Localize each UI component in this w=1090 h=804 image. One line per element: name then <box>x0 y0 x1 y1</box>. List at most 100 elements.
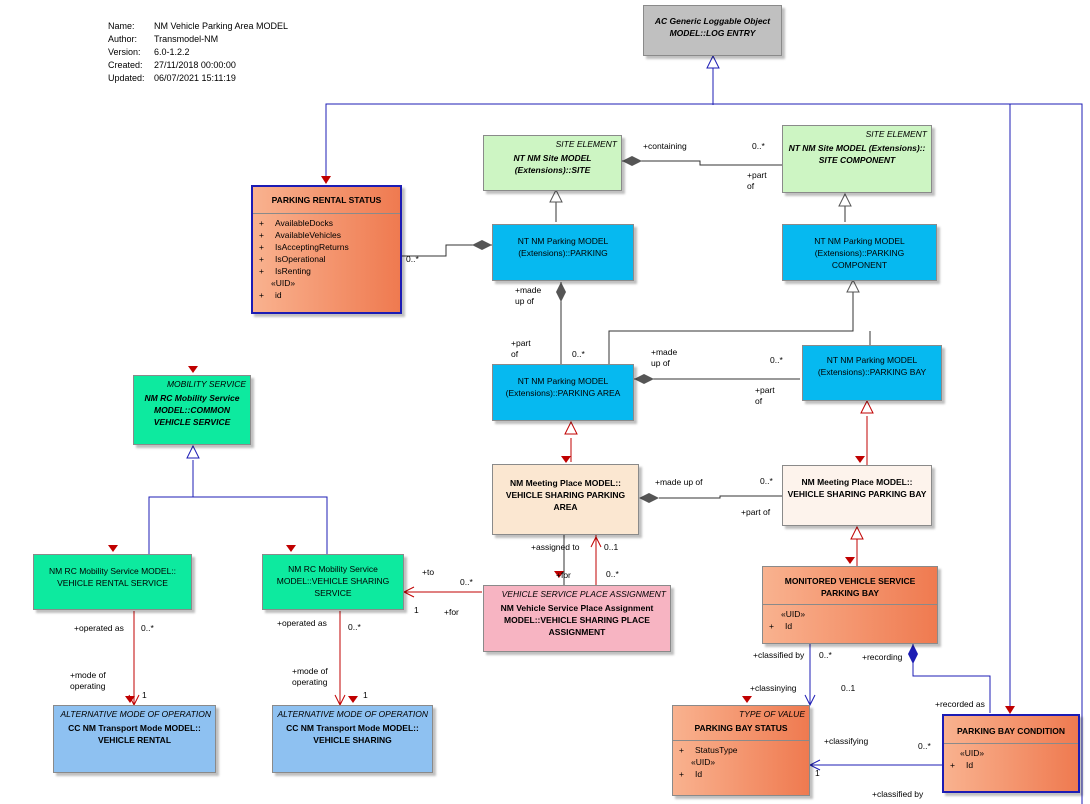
multiplicity-label: 1 <box>142 690 147 700</box>
class-vehicle-sharing-service[interactable]: NM RC Mobility Service MODEL::VEHICLE SH… <box>262 554 404 610</box>
name-label: Name: <box>108 21 135 31</box>
role-label: +operated as <box>277 618 327 628</box>
gen-area-component <box>608 282 854 364</box>
attribute: +AvailableDocks <box>259 218 333 228</box>
class-name: NT NM Parking MODEL (Extensions)::PARKIN… <box>517 236 609 258</box>
class-name: NM RC Mobility Service MODEL::COMMON VEH… <box>144 393 240 427</box>
class-monitored-vehicle-service-parking-bay[interactable]: MONITORED VEHICLE SERVICE PARKING BAY «U… <box>762 566 938 644</box>
multiplicity-label: 1 <box>815 768 820 778</box>
class-vehicle-rental-service[interactable]: NM RC Mobility Service MODEL:: VEHICLE R… <box>33 554 192 610</box>
class-parking-bay[interactable]: NT NM Parking MODEL (Extensions)::PARKIN… <box>802 345 942 401</box>
class-name: AC Generic Loggable Object MODEL::LOG EN… <box>654 16 771 38</box>
attribute-list: +StatusType «UID» +Id <box>673 740 809 783</box>
role-label: +mode of operating <box>292 666 328 687</box>
attribute-uid: +Id <box>769 621 793 631</box>
class-parking-rental-status[interactable]: PARKING RENTAL STATUS +AvailableDocks +A… <box>251 185 402 314</box>
class-name: NM RC Mobility Service MODEL::VEHICLE SH… <box>276 564 390 598</box>
attribute: +IsRenting <box>259 266 311 276</box>
class-vehicle-sharing-place-assignment[interactable]: VEHICLE SERVICE PLACE ASSIGNMENT NM Vehi… <box>483 585 671 652</box>
class-mode-vehicle-sharing[interactable]: ALTERNATIVE MODE OF OPERATION CC NM Tran… <box>272 705 433 773</box>
class-log-entry[interactable]: AC Generic Loggable Object MODEL::LOG EN… <box>643 5 782 56</box>
class-mode-vehicle-rental[interactable]: ALTERNATIVE MODE OF OPERATION CC NM Tran… <box>53 705 216 773</box>
role-label: +classinying <box>750 683 797 693</box>
marker-vsbay <box>855 456 865 463</box>
class-stereotype: TYPE OF VALUE <box>739 709 805 719</box>
multiplicity-label: 0..* <box>760 476 773 486</box>
role-label: +classifying <box>824 736 869 746</box>
role-label: +part of <box>747 170 767 191</box>
class-name: MONITORED VEHICLE SERVICE PARKING BAY <box>784 576 916 598</box>
role-label: +made up of <box>651 347 678 368</box>
triangle-site <box>549 188 563 203</box>
role-label: +made up of <box>515 285 542 306</box>
class-parking[interactable]: NT NM Parking MODEL (Extensions)::PARKIN… <box>492 224 634 281</box>
role-label: +operated as <box>74 623 124 633</box>
marker-status <box>742 696 752 703</box>
class-parking-component[interactable]: NT NM Parking MODEL (Extensions)::PARKIN… <box>782 224 937 281</box>
class-name: NT NM Site MODEL (Extensions)::SITE <box>513 153 592 175</box>
multiplicity-label: 0..* <box>460 577 473 587</box>
arrow-condition-status <box>808 759 821 771</box>
uid-stereotype: «UID» <box>691 757 716 767</box>
diamond-site <box>622 156 642 166</box>
multiplicity-label: 0..* <box>770 355 783 365</box>
triangle-log-entry <box>706 54 720 69</box>
gen-rental-status-log <box>325 60 714 180</box>
role-label: +classified by <box>753 650 805 660</box>
attribute: +IsOperational <box>259 254 326 264</box>
arrowhead-condition <box>1005 706 1015 714</box>
marker-vsarea <box>561 456 571 463</box>
attribute: +AvailableVehicles <box>259 230 341 240</box>
assoc-vsarea-vsbay <box>659 495 782 499</box>
gen-rental-service <box>148 460 194 554</box>
triangle-vsbay <box>860 399 874 414</box>
class-name: NM RC Mobility Service MODEL:: VEHICLE R… <box>48 566 177 588</box>
marker-common <box>188 366 198 373</box>
multiplicity-label: 0..1 <box>841 683 856 693</box>
class-name: PARKING BAY STATUS <box>694 723 788 733</box>
role-label: +made up of <box>655 477 703 487</box>
role-label: +for <box>556 570 571 580</box>
diagram-version: 6.0-1.2.2 <box>154 47 190 57</box>
class-vehicle-sharing-parking-area[interactable]: NM Meeting Place MODEL:: VEHICLE SHARING… <box>492 464 639 535</box>
attribute-list: +AvailableDocks +AvailableVehicles +IsAc… <box>253 213 400 304</box>
class-stereotype: MOBILITY SERVICE <box>166 379 246 389</box>
multiplicity-label: 0..1 <box>604 542 619 552</box>
class-common-vehicle-service[interactable]: MOBILITY SERVICE NM RC Mobility Service … <box>133 375 251 445</box>
diagram-author: Transmodel-NM <box>154 34 219 44</box>
class-name: CC NM Transport Mode MODEL:: VEHICLE SHA… <box>286 723 419 745</box>
class-parking-bay-condition[interactable]: PARKING BAY CONDITION «UID» +Id <box>942 714 1080 793</box>
arrowhead-status <box>321 176 331 184</box>
class-vehicle-sharing-parking-bay[interactable]: NM Meeting Place MODEL:: VEHICLE SHARING… <box>782 465 932 526</box>
class-name: NT NM Site MODEL (Extensions):: SITE COM… <box>788 143 926 165</box>
marker-assignment <box>554 571 564 578</box>
multiplicity-label: 0..* <box>406 254 419 264</box>
uid-stereotype: «UID» <box>781 609 806 619</box>
attribute-uid: +Id <box>950 760 974 770</box>
class-name: CC NM Transport Mode MODEL:: VEHICLE REN… <box>68 723 201 745</box>
role-label: +assigned to <box>531 542 580 552</box>
class-stereotype: ALTERNATIVE MODE OF OPERATION <box>60 709 211 719</box>
role-label: +containing <box>643 141 687 151</box>
class-name: NT NM Parking MODEL (Extensions)::PARKIN… <box>814 236 905 270</box>
role-label: +part of <box>755 385 775 406</box>
triangle-monitored <box>850 525 864 540</box>
diamond-parking-down <box>556 282 566 302</box>
triangle-common <box>186 444 200 459</box>
class-parking-bay-status[interactable]: TYPE OF VALUE PARKING BAY STATUS +Status… <box>672 705 810 796</box>
role-label: +to <box>422 567 435 577</box>
class-stereotype: VEHICLE SERVICE PLACE ASSIGNMENT <box>501 589 666 599</box>
class-site[interactable]: SITE ELEMENT NT NM Site MODEL (Extension… <box>483 135 622 191</box>
role-label: +recorded as <box>935 699 985 709</box>
attribute-list: «UID» +Id <box>763 604 937 635</box>
triangle-vsarea <box>564 420 578 435</box>
class-name: NT NM Parking MODEL (Extensions)::PARKIN… <box>505 376 621 398</box>
class-name: NT NM Parking MODEL (Extensions)::PARKIN… <box>817 355 927 377</box>
multiplicity-label: 1 <box>363 690 368 700</box>
connector-lines <box>133 60 1083 804</box>
assoc-status-parking <box>402 244 492 257</box>
marker-monitored <box>845 557 855 564</box>
class-parking-area[interactable]: NT NM Parking MODEL (Extensions)::PARKIN… <box>492 364 634 421</box>
class-site-component[interactable]: SITE ELEMENT NT NM Site MODEL (Extension… <box>782 125 932 193</box>
class-stereotype: SITE ELEMENT <box>865 129 927 139</box>
